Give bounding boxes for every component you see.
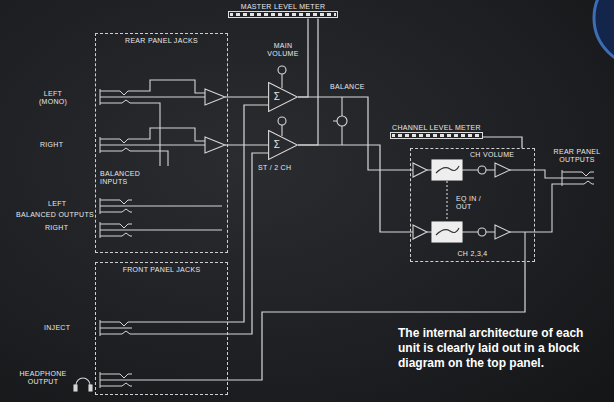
eq-curve bbox=[436, 228, 459, 235]
signal-label: REAR PANEL OUTPUTS bbox=[546, 148, 608, 165]
signal-label: HEADPHONE OUTPUT bbox=[16, 370, 70, 387]
summing-amp: Σ bbox=[268, 82, 298, 112]
wire bbox=[132, 205, 222, 206]
wire bbox=[132, 151, 168, 166]
signal-label: BALANCED OUTPUTS bbox=[16, 211, 94, 219]
box-title: CH 2,3,4 bbox=[415, 250, 530, 258]
signal-label: BALANCE bbox=[330, 83, 365, 91]
wire bbox=[132, 333, 228, 334]
signal-wire bbox=[228, 153, 268, 334]
jack-symbol bbox=[100, 198, 132, 214]
box-title: REAR PANEL JACKS bbox=[100, 37, 223, 45]
pot-symbol bbox=[478, 228, 486, 236]
wire bbox=[132, 96, 205, 97]
signal-label: RIGHT bbox=[45, 224, 68, 232]
signal-label: INJECT bbox=[44, 324, 70, 332]
wire bbox=[281, 125, 282, 136]
headphone-icon bbox=[89, 385, 92, 391]
jack-symbol bbox=[100, 320, 132, 336]
input-amp bbox=[413, 163, 427, 177]
eq-box bbox=[432, 222, 462, 242]
signal-wire bbox=[228, 144, 268, 145]
headphone-icon bbox=[74, 385, 77, 391]
eq-curve bbox=[436, 166, 459, 173]
signal-label: EQ IN / OUT bbox=[456, 195, 488, 212]
wire bbox=[132, 144, 205, 145]
wire bbox=[510, 184, 562, 232]
front-jack-wiring bbox=[74, 320, 228, 391]
pot-symbol bbox=[278, 66, 286, 74]
meter-bar bbox=[228, 11, 338, 18]
signal-label: LEFT bbox=[48, 200, 66, 208]
channel-box: CH 2,3,4 bbox=[410, 148, 535, 262]
volume-pots bbox=[278, 66, 347, 145]
box-title: MASTER LEVEL METER bbox=[228, 3, 338, 11]
jack-symbol bbox=[100, 137, 132, 153]
wire bbox=[132, 80, 205, 93]
wire bbox=[132, 229, 222, 230]
signal-label: MAIN VOLUME bbox=[264, 42, 302, 59]
sum-symbol: Σ bbox=[271, 92, 283, 102]
signal-wire bbox=[228, 96, 268, 97]
signal-label: ST / 2 CH bbox=[258, 164, 291, 172]
jack-group-box: FRONT PANEL JACKS bbox=[95, 262, 228, 395]
jack-symbol bbox=[562, 170, 594, 186]
sum-symbol: Σ bbox=[271, 140, 283, 150]
headphone-icon bbox=[76, 378, 90, 391]
signal-label: CH VOLUME bbox=[470, 151, 514, 159]
wire bbox=[132, 321, 228, 322]
input-amp bbox=[413, 225, 427, 239]
wire bbox=[524, 232, 525, 262]
box-title: FRONT PANEL JACKS bbox=[100, 266, 223, 274]
signal-wire bbox=[298, 18, 318, 145]
rear-jack-wiring bbox=[100, 80, 228, 238]
buffer-amp bbox=[205, 89, 225, 105]
signal-wire bbox=[298, 18, 308, 97]
signal-label: BALANCED INPUTS bbox=[100, 170, 154, 187]
blue-knob bbox=[594, 0, 614, 66]
signal-label: LEFT (MONO) bbox=[34, 90, 72, 107]
eq-switch bbox=[446, 181, 447, 221]
channel-strip bbox=[410, 160, 594, 262]
signal-wire bbox=[483, 137, 522, 148]
amp-triangle bbox=[269, 131, 298, 160]
output-amp bbox=[495, 163, 510, 177]
jack-symbol bbox=[100, 89, 132, 105]
signal-wire bbox=[228, 105, 268, 322]
level-meter: CHANNEL LEVEL METER bbox=[390, 124, 483, 139]
pot-symbol bbox=[478, 166, 486, 174]
amp-triangle bbox=[269, 83, 298, 112]
pot-symbol bbox=[278, 117, 286, 125]
signal-label: RIGHT bbox=[40, 141, 63, 149]
jack-symbol bbox=[100, 222, 132, 238]
signal-wire bbox=[298, 145, 410, 232]
level-meter: MASTER LEVEL METER bbox=[228, 3, 338, 18]
eq-box bbox=[432, 160, 462, 180]
meter-bar bbox=[390, 132, 483, 139]
buffer-amp bbox=[205, 137, 225, 153]
caption: The internal architecture of each unit i… bbox=[398, 326, 608, 371]
wire bbox=[132, 128, 205, 141]
summing-amp: Σ bbox=[268, 130, 298, 160]
amp-triangle bbox=[268, 130, 298, 160]
wire bbox=[333, 97, 342, 145]
balance-pot bbox=[337, 116, 347, 126]
wire bbox=[281, 74, 282, 88]
wire bbox=[132, 103, 160, 166]
output-amp bbox=[495, 225, 510, 239]
wire bbox=[132, 379, 228, 380]
wire bbox=[510, 170, 562, 178]
amp-triangle bbox=[268, 82, 298, 112]
jack-symbol bbox=[100, 372, 132, 388]
box-title: CHANNEL LEVEL METER bbox=[390, 124, 483, 132]
jack-group-box: REAR PANEL JACKS bbox=[95, 33, 228, 253]
